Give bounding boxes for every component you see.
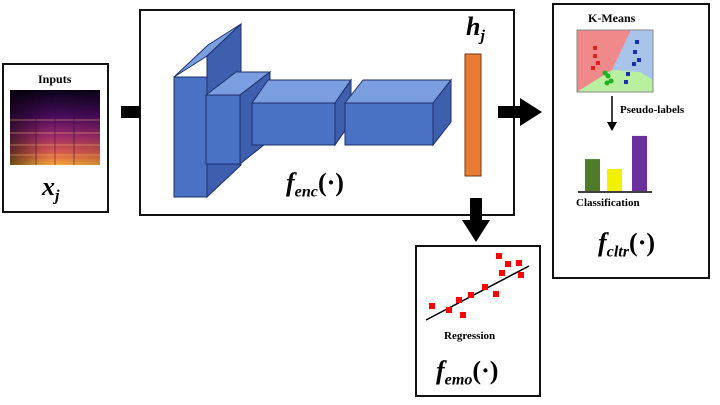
encoder-layer-3 (251, 78, 352, 147)
latent-vector-bar (464, 53, 482, 177)
classification-bar (585, 159, 600, 191)
latent-symbol: hj (466, 12, 485, 45)
classification-bar (607, 168, 622, 191)
pseudo-labels-text: Pseudo-labels (620, 104, 685, 116)
encoder-symbol: fenc(·) (286, 168, 344, 201)
classification-bar (632, 135, 647, 191)
regression-text: Regression (444, 330, 496, 342)
clustering-symbol: fcltr(·) (598, 228, 656, 261)
kmeans-title: K-Means (588, 11, 636, 25)
regression-symbol: femo(·) (436, 356, 499, 389)
inputs-title: Inputs (38, 72, 72, 86)
classification-text: Classification (576, 197, 640, 209)
input-symbol: xj (42, 172, 60, 205)
encoder-layer-4 (343, 78, 453, 147)
